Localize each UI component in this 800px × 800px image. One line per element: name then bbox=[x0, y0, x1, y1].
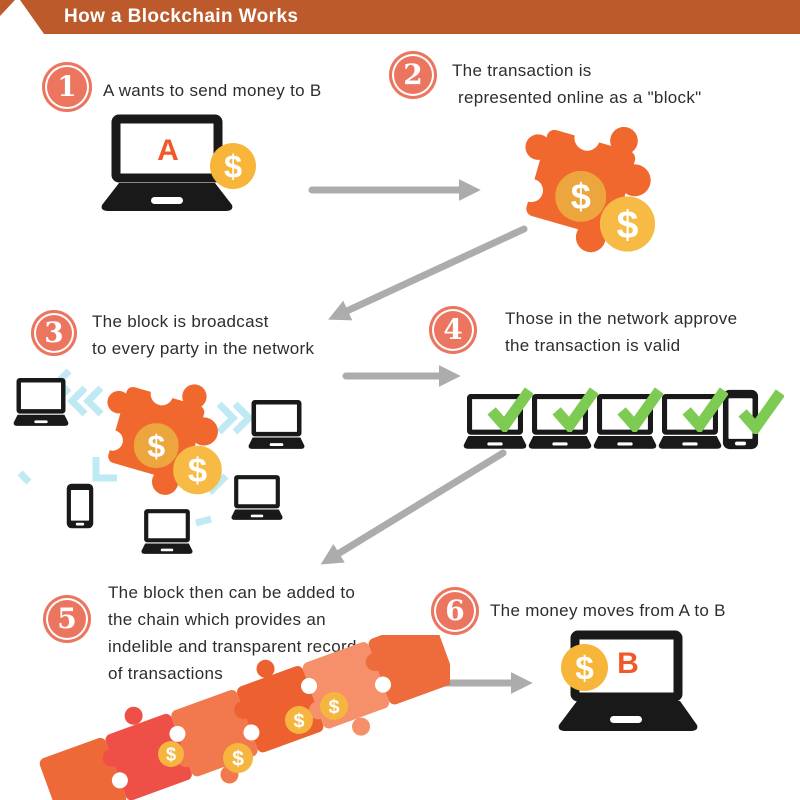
title-banner: How a Blockchain Works bbox=[20, 0, 800, 34]
laptop-a-illustration: A bbox=[101, 114, 256, 211]
dollar-coin-icon bbox=[320, 692, 348, 720]
puzzle-block-icon bbox=[500, 105, 670, 275]
smartphone-icon bbox=[66, 483, 94, 529]
step-3-text: The block is broadcast to every party in… bbox=[92, 312, 315, 358]
step-3-number: 3 bbox=[44, 315, 64, 349]
step-2-badge: 2 bbox=[389, 51, 437, 99]
arrow-step4-to-step5-icon bbox=[320, 449, 507, 565]
step-4-text: Those in the network approve the transac… bbox=[505, 309, 738, 355]
step-1-badge: 1 bbox=[42, 62, 92, 112]
laptop-screen bbox=[111, 114, 223, 183]
laptop-icon bbox=[249, 402, 305, 449]
blockchain-chain-icon bbox=[39, 635, 450, 800]
puzzle-block-icon bbox=[87, 362, 230, 505]
dollar-coin-icon bbox=[285, 706, 313, 734]
checkmark-icon bbox=[552, 386, 598, 432]
step-1-text: A wants to send money to B bbox=[103, 81, 322, 100]
checkmark-icon bbox=[487, 386, 533, 432]
step-1-number: 1 bbox=[57, 69, 77, 103]
laptop-icon bbox=[14, 380, 69, 426]
laptop-icon bbox=[231, 477, 282, 520]
dollar-coin-icon bbox=[210, 143, 256, 189]
arrow-step2-to-step3-icon bbox=[328, 225, 528, 321]
dollar-coin-icon bbox=[561, 644, 608, 691]
dollar-coin-icon bbox=[158, 741, 184, 767]
sender-label: A bbox=[157, 134, 179, 167]
approval-device-row bbox=[458, 384, 800, 454]
step-2-text: The transaction is represented online as… bbox=[452, 61, 702, 107]
step-2-number: 2 bbox=[403, 57, 423, 91]
step-3-badge: 3 bbox=[31, 310, 77, 356]
page-title: How a Blockchain Works bbox=[64, 6, 299, 27]
step-5-badge: 5 bbox=[43, 595, 91, 643]
step-6-badge: 6 bbox=[431, 587, 479, 635]
step-4-number: 4 bbox=[443, 312, 463, 346]
step-5-number: 5 bbox=[57, 601, 77, 635]
receiver-label: B bbox=[617, 647, 639, 680]
laptop-icon bbox=[141, 511, 192, 554]
checkmark-icon bbox=[682, 386, 728, 432]
step-6-text: The money moves from A to B bbox=[490, 601, 726, 620]
checkmark-icon bbox=[738, 388, 784, 434]
dollar-coin-icon bbox=[223, 743, 253, 773]
laptop-b-illustration: B bbox=[558, 630, 698, 731]
network-broadcast-illustration bbox=[0, 357, 335, 571]
step-4-badge: 4 bbox=[429, 306, 477, 354]
step-5-text: The block then can be added to the chain… bbox=[108, 583, 357, 683]
checkmark-icon bbox=[617, 386, 663, 432]
step-6-number: 6 bbox=[445, 593, 465, 627]
